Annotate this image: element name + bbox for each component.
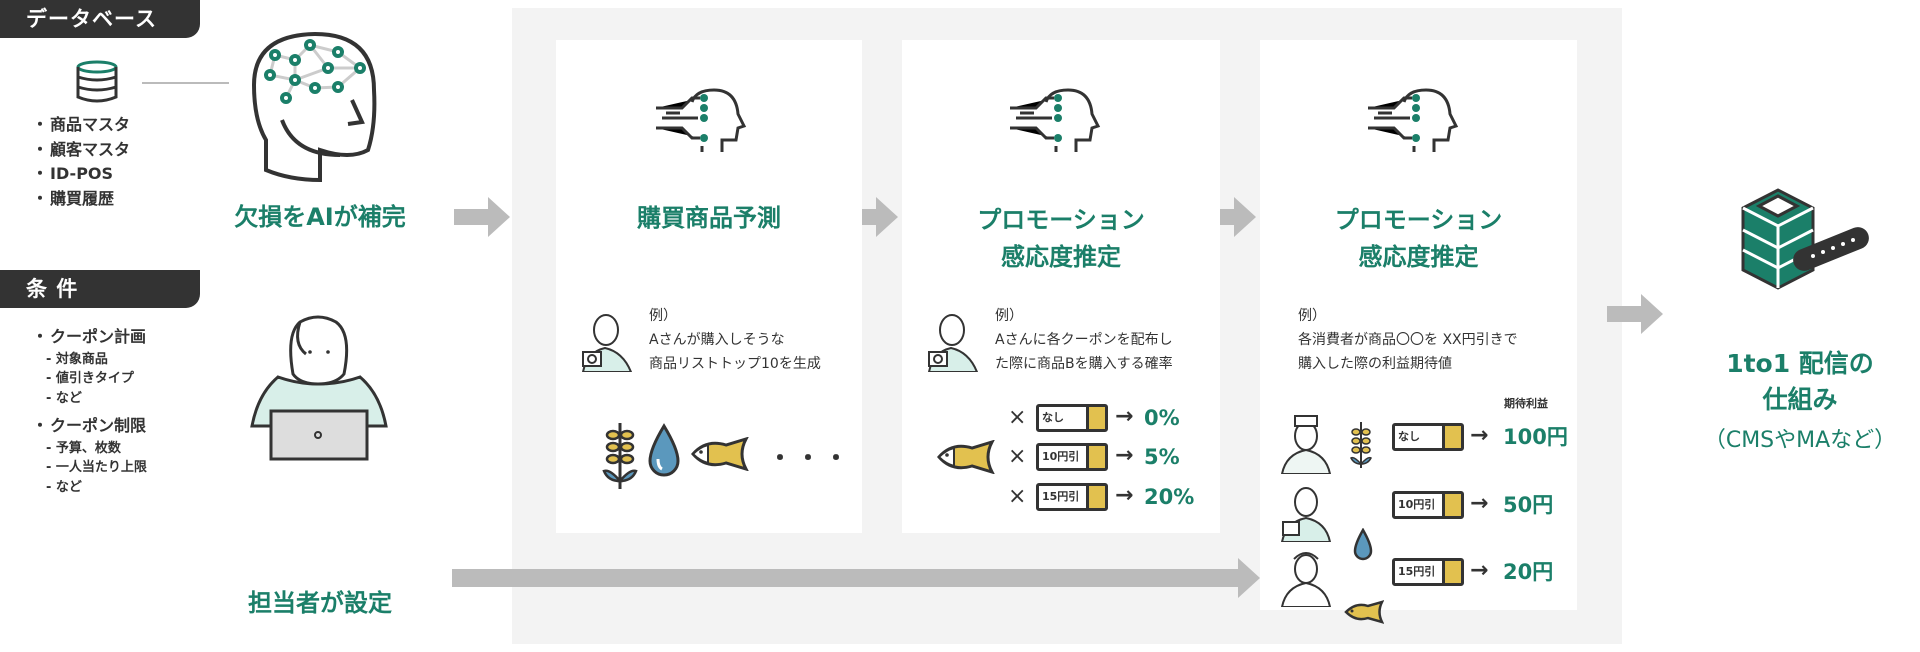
arrow-icon: → <box>1115 443 1134 468</box>
condition-subitem: 予算、枚数 <box>46 439 147 459</box>
condition-group-title: クーポン制限 <box>32 414 147 439</box>
flow-arrow-long-icon <box>452 558 1260 598</box>
fish-icon <box>1344 600 1384 624</box>
flow-arrow-icon <box>1607 294 1663 334</box>
flow-arrow-icon <box>454 197 510 237</box>
condition-subitem: 対象商品 <box>46 350 147 370</box>
condition-subitem: など <box>46 478 147 498</box>
ai-brain-head-icon <box>251 31 377 183</box>
example-text: 例）Aさんが購入しそうな商品リストトップ10を生成 <box>649 308 821 372</box>
more-items-dots: ・・・ <box>768 444 852 472</box>
database-item: 購買履歴 <box>32 187 130 212</box>
ai-head-icon <box>656 88 747 152</box>
database-item: 商品マスタ <box>32 113 130 138</box>
condition-subitem: など <box>46 389 147 409</box>
card-title: プロモーション <box>1334 206 1503 234</box>
probability-value: 0% <box>1144 406 1180 430</box>
customer-with-camera-icon <box>581 314 633 372</box>
conditions-list: クーポン計画 対象商品 値引きタイプ など クーポン制限 予算、枚数 一人当たり… <box>32 325 147 497</box>
wheat-icon <box>1350 422 1372 468</box>
database-item: 顧客マスタ <box>32 138 130 163</box>
card-title: プロモーション <box>977 206 1145 234</box>
condition-subitems: 予算、枚数 一人当たり上限 など <box>32 439 147 498</box>
coupon-tag: なし <box>1036 404 1108 432</box>
customer-with-camera-icon <box>927 314 979 372</box>
arrow-icon: → <box>1115 404 1134 429</box>
arrow-icon: → <box>1115 483 1134 508</box>
card-expected-profit: プロモーション 感応度推定 例）各消費者が商品〇〇を XX円引きで購入した際の利… <box>1260 40 1577 624</box>
database-list: 商品マスタ 顧客マスタ ID-POS 購買履歴 <box>32 113 130 211</box>
coupon-tag: 10円引 <box>1392 491 1464 519</box>
condition-subitem: 値引きタイプ <box>46 369 147 389</box>
card-title: 購買商品予測 <box>637 204 781 232</box>
wheat-icon <box>602 423 638 489</box>
database-icon <box>76 60 118 103</box>
example-text: 例）Aさんに各クーポンを配布した際に商品Bを購入する確率 <box>995 308 1173 372</box>
water-drop-icon <box>648 423 680 477</box>
profit-value: 20円 <box>1503 560 1554 584</box>
ai-head-icon <box>1010 88 1101 152</box>
probability-value: 5% <box>1144 445 1180 469</box>
coupon-tag: なし <box>1392 423 1464 451</box>
coupon-tag: 10円引 <box>1036 443 1108 471</box>
fish-icon <box>937 440 995 474</box>
conditions-caption: 担当者が設定 <box>248 589 392 617</box>
condition-group-title: クーポン計画 <box>32 325 147 350</box>
database-caption: 欠損をAIが補完 <box>234 203 406 231</box>
condition-subitem: 一人当たり上限 <box>46 458 147 478</box>
output-subtitle: （CMSやMAなど） <box>1703 428 1897 453</box>
fish-icon <box>691 437 749 471</box>
output-title: 1to1 配信の仕組み <box>1726 349 1874 414</box>
profit-value: 100円 <box>1503 425 1568 449</box>
water-drop-icon <box>1353 528 1373 561</box>
card-promotion-sensitivity: プロモーション 感応度推定 例）Aさんに各クーポンを配布した際に商品Bを購入する… <box>902 40 1220 533</box>
card-purchase-prediction: 購買商品予測 例）Aさんが購入しそうな商品リストトップ10を生成 ・・・ <box>556 40 862 533</box>
customer-with-camera-icon <box>1280 487 1332 542</box>
database-item: ID-POS <box>32 162 130 187</box>
card-title: 感応度推定 <box>1358 243 1479 271</box>
connector-line <box>142 82 229 84</box>
operator-woman-laptop-icon <box>250 315 388 461</box>
coupon-tag: 15円引 <box>1392 558 1464 586</box>
example-text: 例）各消費者が商品〇〇を XX円引きで購入した際の利益期待値 <box>1298 308 1518 372</box>
conditions-tab: 条 件 <box>0 270 200 308</box>
arrow-icon: → <box>1470 558 1489 583</box>
elderly-customer-icon <box>1280 415 1332 474</box>
expected-profit-header: 期待利益 <box>1504 397 1548 410</box>
flow-arrow-icon <box>842 197 898 237</box>
probability-value: 20% <box>1144 485 1195 509</box>
arrow-icon: → <box>1470 423 1489 448</box>
times-icon: × <box>1008 484 1027 509</box>
coupon-tag: 15円引 <box>1036 483 1108 511</box>
delivery-system-server-icon <box>1741 188 1869 290</box>
arrow-icon: → <box>1470 491 1489 516</box>
times-icon: × <box>1008 444 1027 469</box>
flow-arrow-icon <box>1200 197 1256 237</box>
ai-head-icon <box>1368 88 1459 152</box>
card-title: 感応度推定 <box>1001 243 1121 271</box>
database-tab: データベース <box>0 0 200 38</box>
profit-value: 50円 <box>1503 493 1554 517</box>
condition-subitems: 対象商品 値引きタイプ など <box>32 350 147 409</box>
times-icon: × <box>1008 405 1027 430</box>
worker-customer-icon <box>1280 552 1332 607</box>
